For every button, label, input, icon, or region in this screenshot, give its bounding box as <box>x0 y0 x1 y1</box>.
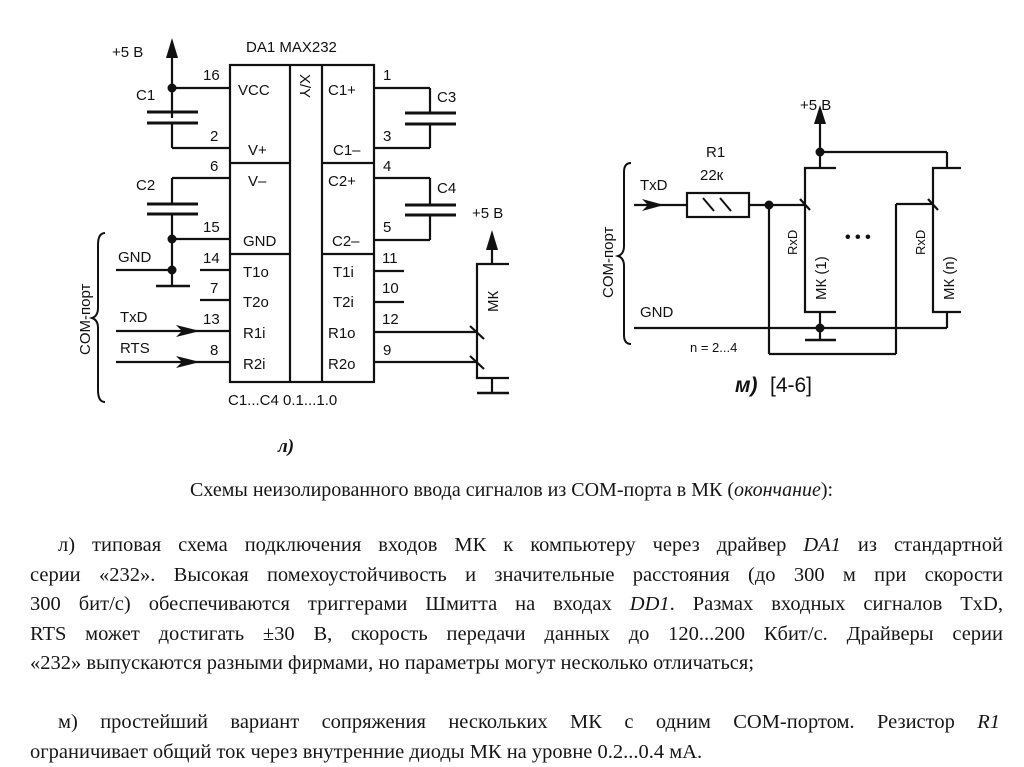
n-range: n = 2...4 <box>690 340 737 355</box>
pin-name: C2+ <box>328 173 356 190</box>
resistor-name: R1 <box>706 144 725 161</box>
junction-dot <box>167 234 177 244</box>
pin-name: C2– <box>332 233 360 250</box>
pin-number: 3 <box>383 128 391 145</box>
caption-m-ref: [4-6] <box>770 374 812 397</box>
mkn-label: МК (n) <box>941 256 958 300</box>
mk-block-l <box>374 246 509 395</box>
paragraph-line: «232» выпускаются разными фирмами, но па… <box>30 652 755 674</box>
pin-name: R2o <box>328 356 356 373</box>
supply-arrow-icon <box>166 38 178 58</box>
pin-number: 14 <box>203 250 220 267</box>
resistor-value: 22к <box>700 167 724 184</box>
pin-name: VCC <box>238 82 270 99</box>
rxd-label-1: RxD <box>785 230 800 255</box>
cap-label-c1: C1 <box>136 87 155 104</box>
junction-dot <box>167 83 177 93</box>
max232-chip <box>228 63 376 384</box>
signal-gnd-m: GND <box>640 304 674 321</box>
ellipsis: • • • <box>845 229 871 246</box>
cap-label-c4: C4 <box>437 180 456 197</box>
pin-name: R1o <box>328 325 356 342</box>
c1-capacitor-wiring <box>147 55 230 150</box>
rxd-label-n: RxD <box>913 230 928 255</box>
heading-text: Схемы неизолированного ввода сигналов из… <box>190 479 735 501</box>
paragraph-line: серии «232». Высокая помехоустойчивость … <box>30 563 1003 586</box>
txd-arrow-icon <box>176 325 200 337</box>
mk-label: МК <box>485 291 502 312</box>
cap-label-c2: C2 <box>136 177 155 194</box>
junction-dot <box>167 265 177 275</box>
pin-number: 1 <box>383 67 391 84</box>
paragraph-l: л) типовая схема подключения входов МК к… <box>30 531 1003 679</box>
pin-name: V+ <box>248 142 267 159</box>
pin-name: T1i <box>333 264 354 281</box>
txd-arrow-icon <box>642 199 664 211</box>
supply-arrow-icon <box>814 105 826 124</box>
paragraph-line: ограничивает общий ток через внутренние … <box>30 740 703 763</box>
rts-arrow-icon <box>176 356 200 368</box>
paragraph-line: м) простейший вариант сопряжения несколь… <box>58 711 1000 733</box>
diagram-m-wiring <box>614 120 961 356</box>
com-port-label: COM-порт <box>77 284 94 355</box>
figure-heading: Схемы неизолированного ввода сигналов из… <box>190 479 833 502</box>
signal-txd-m: TxD <box>640 177 668 194</box>
mk1-label: МК (1) <box>813 256 830 300</box>
mk-supply-label: +5 В <box>472 205 503 222</box>
caption-m-letter: м) <box>735 374 758 397</box>
pin-number: 11 <box>382 250 398 267</box>
pin-number: 12 <box>382 311 399 328</box>
pin-name: T1o <box>243 264 269 281</box>
pin-number: 13 <box>203 311 220 328</box>
heading-end: ): <box>820 479 834 501</box>
pin-number: 7 <box>210 280 218 297</box>
cap-values: C1...C4 0.1...1.0 <box>228 392 337 409</box>
pin-name: V– <box>248 173 267 190</box>
pin-name: T2i <box>333 294 354 311</box>
c3-c4-capacitor-wiring <box>374 86 456 242</box>
pin-name: C1+ <box>328 82 356 99</box>
signal-rts: RTS <box>120 340 150 357</box>
paragraph-m: м) простейший вариант сопряжения несколь… <box>30 708 1000 767</box>
pin-number: 9 <box>383 342 391 359</box>
signal-txd: TxD <box>120 309 148 326</box>
paragraph-line: RTS может достигать ±30 В, скорость пере… <box>30 622 1003 645</box>
signal-gnd: GND <box>118 249 152 266</box>
pin-name: T2o <box>243 294 269 311</box>
chip-title: DA1 MAX232 <box>246 39 337 56</box>
pin-name: R1i <box>243 325 266 342</box>
pin-name: R2i <box>243 356 266 373</box>
supply-arrow-icon <box>486 230 498 250</box>
junction-dot <box>815 147 825 157</box>
pin-number: 4 <box>383 158 391 175</box>
cap-label-c3: C3 <box>437 89 456 106</box>
com-port-wires-l <box>88 232 230 403</box>
paragraph-line: 300 бит/с) обеспечиваются триггерами Шми… <box>30 593 1003 615</box>
supply-label: +5 В <box>112 44 143 61</box>
pin-name: GND <box>243 233 277 250</box>
supply-label-m: +5 В <box>800 97 831 114</box>
com-port-label-m: COM-порт <box>600 227 617 298</box>
pin-name: C1– <box>333 142 361 159</box>
chip-mid-label: X/Y <box>296 74 313 98</box>
pin-number: 15 <box>203 219 220 236</box>
junction-dot <box>815 323 825 333</box>
pin-number: 5 <box>383 219 391 236</box>
pin-number: 10 <box>382 280 399 297</box>
pin-number: 8 <box>210 342 218 359</box>
heading-italic: окончание <box>734 479 821 501</box>
pin-number: 6 <box>210 158 218 175</box>
pin-number: 2 <box>210 128 218 145</box>
paragraph-line: л) типовая схема подключения входов МК к… <box>58 534 1003 556</box>
caption-l: л) <box>277 436 294 457</box>
schematic-figure: +5 В DA1 MAX232 C1 C2 C3 C4 +5 В X/Y 16 … <box>77 38 961 457</box>
junction-dot <box>764 200 774 210</box>
pin-number: 16 <box>203 67 220 84</box>
